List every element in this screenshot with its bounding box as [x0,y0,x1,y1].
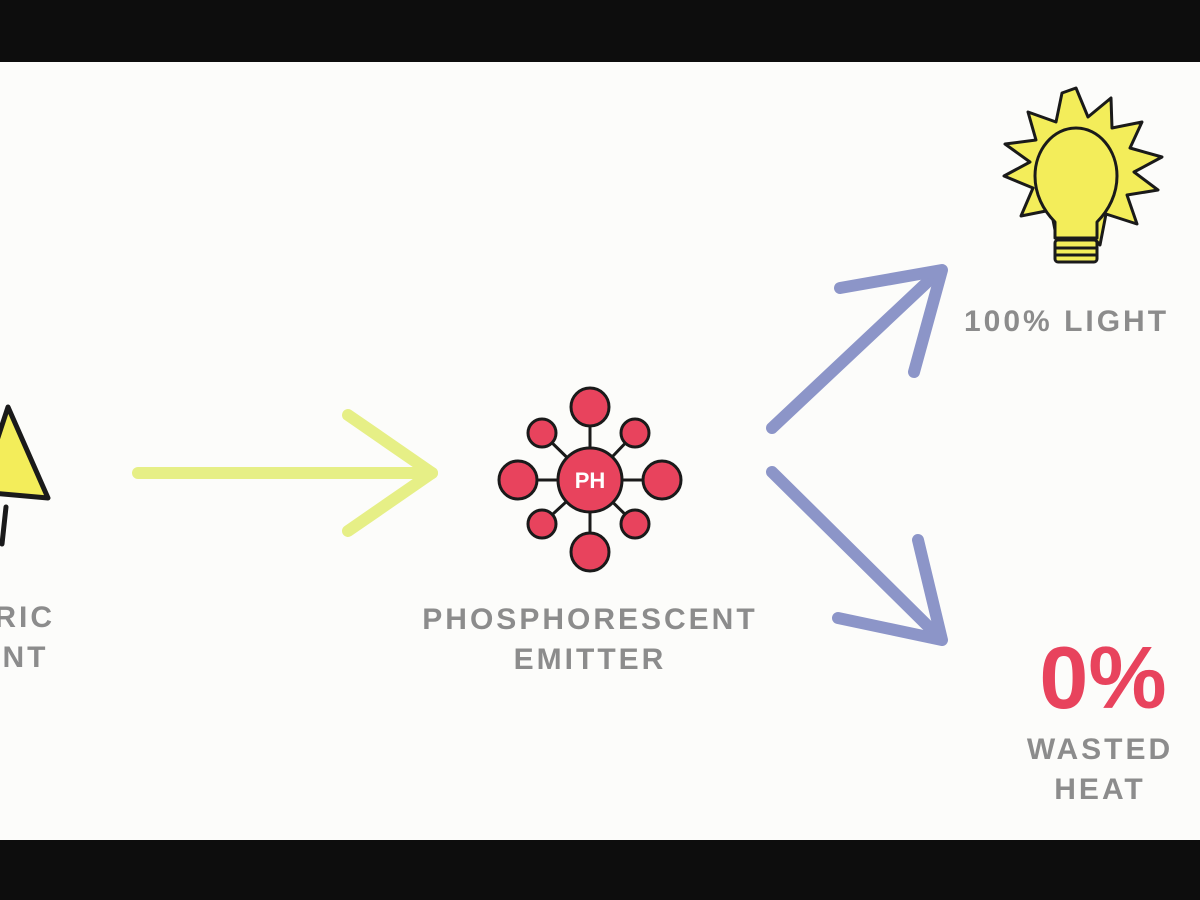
phosphorescent-emitter-label: PHOSPHORESCENT EMITTER [380,600,800,680]
blue-arrow-up [766,264,948,434]
electric-current-label: TRIC ENT [0,598,94,678]
electric-triangle-icon [0,404,51,547]
left-label-line1: TRIC [0,601,55,634]
wasted-heat-label: WASTED HEAT [1000,730,1200,810]
phosphorescent-molecule-icon: PH [497,386,683,573]
diagram-graphics: PH [0,86,1164,646]
ph-symbol: PH [575,468,606,493]
blue-arrow-down [766,466,948,646]
lightbulb-icon [1002,86,1164,264]
heat-label-line2: HEAT [1054,773,1146,806]
light-output-label: 100% LIGHT [964,305,1170,338]
top-letterbox-bar [0,0,1200,62]
emitter-label-line2: EMITTER [513,643,667,676]
bottom-letterbox-bar [0,840,1200,900]
emitter-label-line1: PHOSPHORESCENT [422,603,758,636]
left-label-line2: ENT [0,641,49,674]
diagram-panel: PH [0,62,1200,840]
wasted-heat-percent: 0% [1039,628,1167,727]
heat-label-line1: WASTED [1026,733,1174,766]
yellow-arrow [132,409,438,537]
